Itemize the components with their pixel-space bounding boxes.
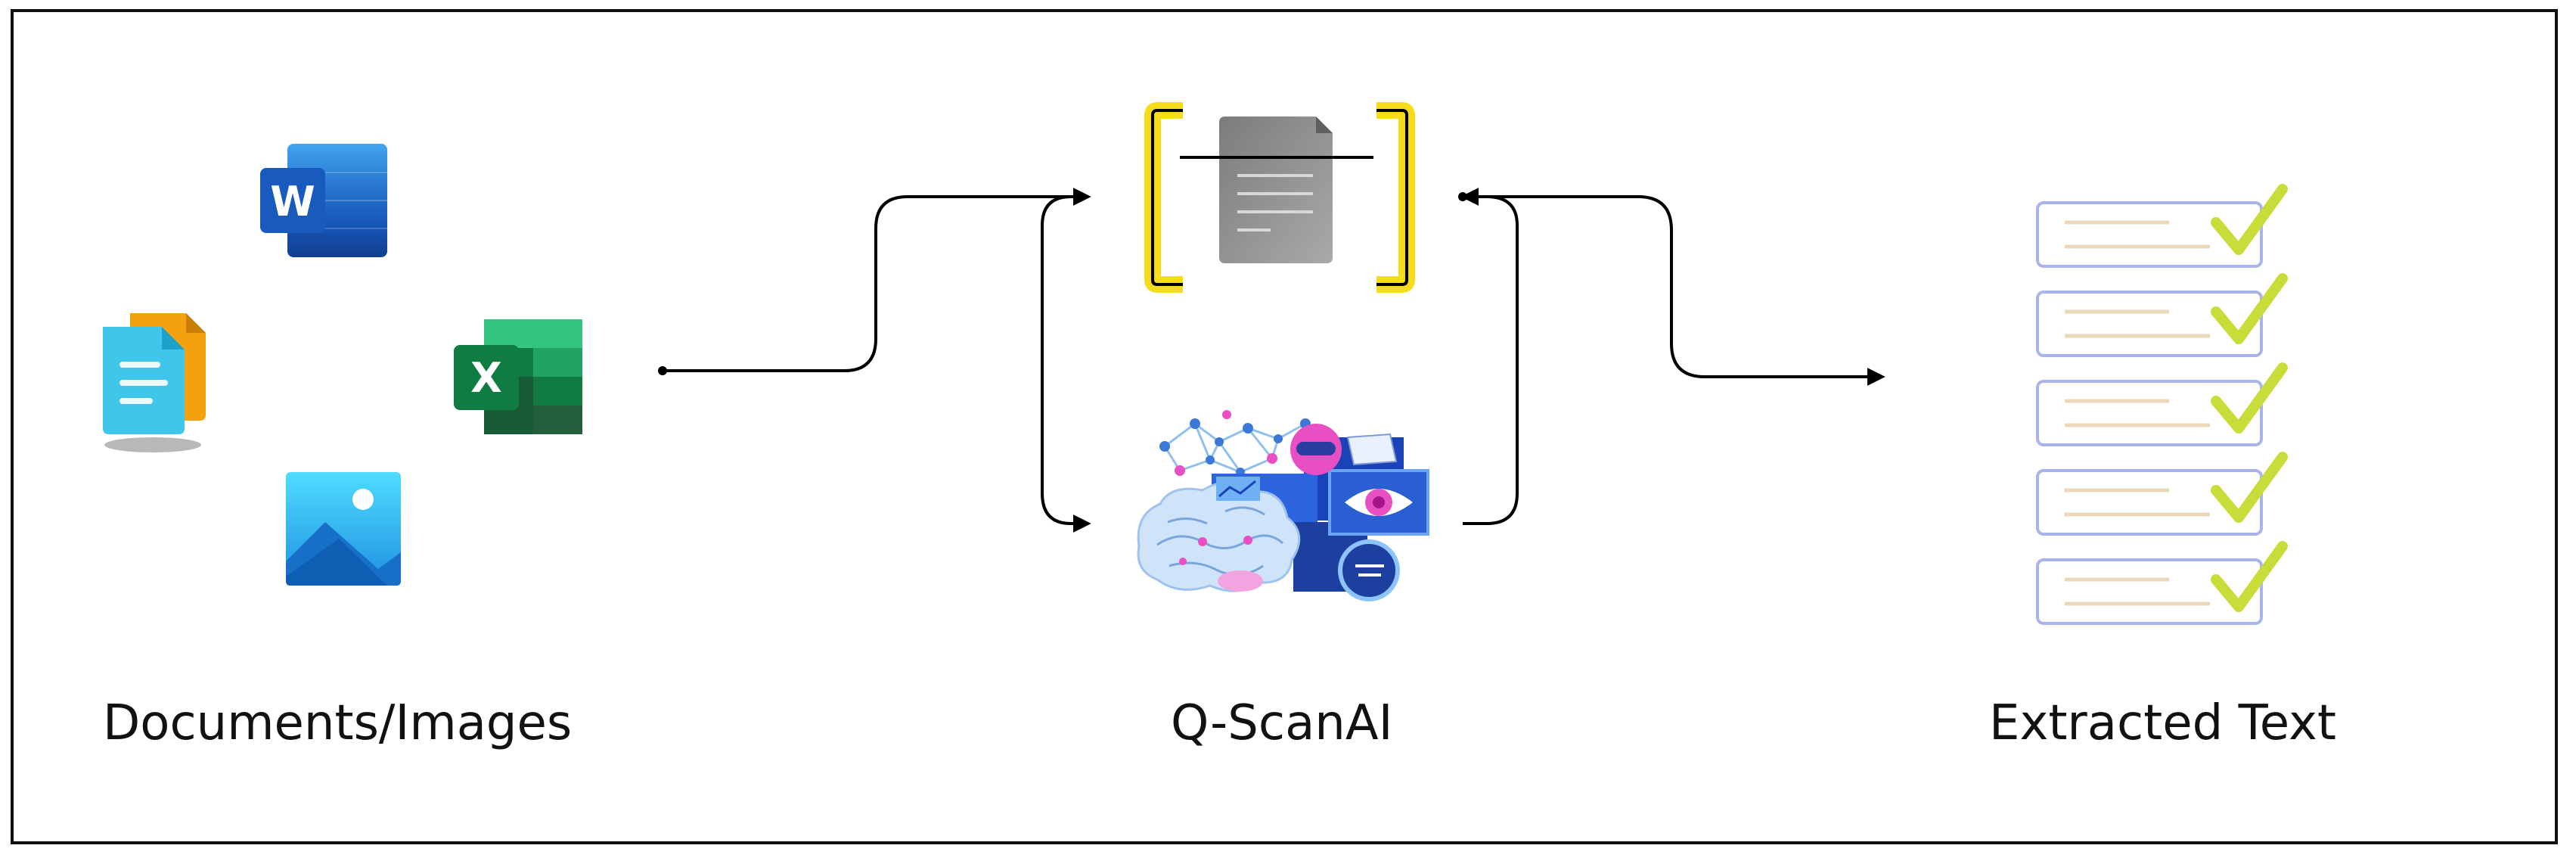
checklist-row <box>2036 362 2288 446</box>
checkmark-icon <box>2211 362 2288 434</box>
checkmark-icon <box>2211 452 2288 523</box>
stage-label-q-scanai: Q-ScanAI <box>1171 695 1393 751</box>
checklist-row <box>2036 452 2288 536</box>
word-icon: W <box>260 144 387 257</box>
scanner-icon <box>1144 102 1415 293</box>
connector-start-dot <box>658 366 667 375</box>
arrow-ai-to-output-join <box>1460 188 1519 525</box>
checklist-row <box>2036 541 2288 625</box>
image-icon <box>286 472 401 586</box>
stage-label-extracted-text: Extracted Text <box>1989 695 2336 751</box>
stage-label-documents-images: Documents/Images <box>103 695 573 751</box>
connector-lines <box>663 188 1885 533</box>
arrow-scanner-to-ai <box>1041 195 1091 533</box>
checklist-row <box>2036 273 2288 357</box>
checkmark-icon <box>2211 273 2288 344</box>
checklist-row <box>2036 184 2288 268</box>
excel-letter: X <box>470 354 502 402</box>
word-letter: W <box>270 178 315 225</box>
ai-brain-icon <box>1137 410 1429 601</box>
diagram-frame <box>11 9 2558 844</box>
arrow-input-to-scanner <box>663 188 1091 372</box>
checklist-icon <box>2036 184 2288 625</box>
document-icon <box>103 313 206 452</box>
connector-join-dot <box>1458 192 1467 201</box>
arrow-to-extracted-text <box>1464 195 1885 386</box>
checkmark-icon <box>2211 541 2288 612</box>
excel-icon: X <box>454 319 582 434</box>
checkmark-icon <box>2211 184 2288 255</box>
